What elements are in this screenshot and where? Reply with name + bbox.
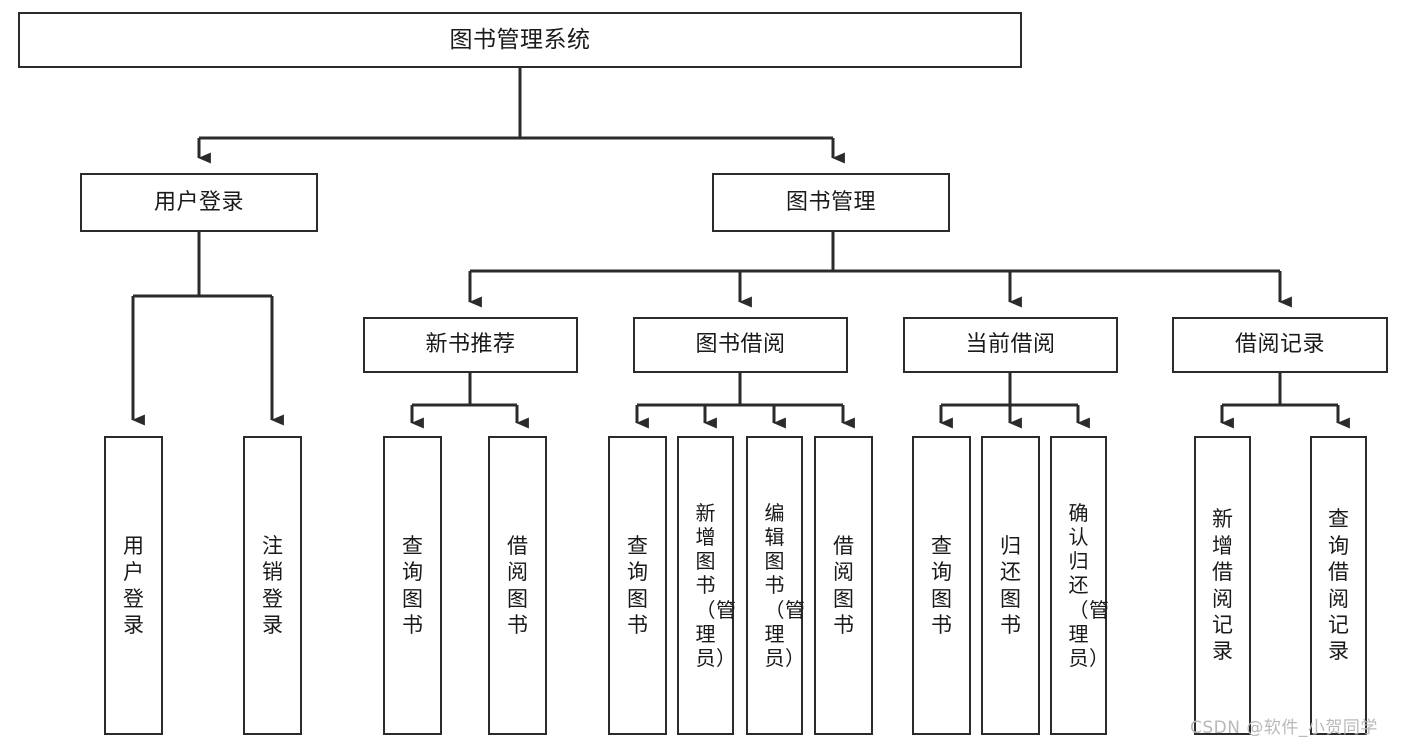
node-root-label: 图书管理系统: [449, 26, 591, 53]
leaf-logout-login[interactable]: 注销登录: [243, 436, 302, 735]
leaf-query-book-rec-label: 查询图书: [402, 533, 424, 637]
leaf-query-book-borrow[interactable]: 查询图书: [608, 436, 667, 735]
leaf-return-book-label: 归还图书: [1000, 533, 1022, 637]
node-user-login-label: 用户登录: [153, 189, 244, 215]
leaf-return-book[interactable]: 归还图书: [981, 436, 1040, 735]
leaf-add-book-label: 新增图书（管理员）: [695, 500, 737, 670]
node-current-borrow[interactable]: 当前借阅: [903, 317, 1118, 373]
leaf-query-borrow-record[interactable]: 查询借阅记录: [1310, 436, 1367, 735]
node-book-manage[interactable]: 图书管理: [712, 173, 950, 232]
node-borrow-record[interactable]: 借阅记录: [1172, 317, 1388, 373]
leaf-edit-book-label: 编辑图书（管理员）: [764, 500, 806, 670]
leaf-query-borrow-record-label: 查询借阅记录: [1328, 507, 1350, 664]
leaf-add-book[interactable]: 新增图书（管理员）: [677, 436, 737, 735]
leaf-query-book-borrow-label: 查询图书: [627, 533, 649, 637]
node-root[interactable]: 图书管理系统: [18, 12, 1022, 68]
leaf-edit-book[interactable]: 编辑图书（管理员）: [746, 436, 806, 735]
node-user-login[interactable]: 用户登录: [80, 173, 318, 232]
leaf-query-book-rec[interactable]: 查询图书: [383, 436, 442, 735]
node-book-borrow[interactable]: 图书借阅: [633, 317, 848, 373]
leaf-add-borrow-record-label: 新增借阅记录: [1212, 507, 1234, 664]
leaf-confirm-return[interactable]: 确认归还（管理员）: [1050, 436, 1110, 735]
leaf-user-login[interactable]: 用户登录: [104, 436, 163, 735]
leaf-confirm-return-label: 确认归还（管理员）: [1068, 500, 1110, 670]
node-new-book-rec-label: 新书推荐: [425, 332, 516, 358]
node-new-book-rec[interactable]: 新书推荐: [363, 317, 578, 373]
leaf-user-login-label: 用户登录: [123, 533, 145, 637]
leaf-query-book-current-label: 查询图书: [931, 533, 953, 637]
leaf-borrow-book-rec-label: 借阅图书: [507, 533, 529, 637]
node-book-manage-label: 图书管理: [785, 189, 876, 215]
csdn-watermark: CSDN @软件_小贺同学: [1190, 718, 1378, 738]
leaf-borrow-book-rec[interactable]: 借阅图书: [488, 436, 547, 735]
leaf-borrow-book-borrow-label: 借阅图书: [833, 533, 855, 637]
node-current-borrow-label: 当前借阅: [965, 332, 1056, 358]
leaf-logout-login-label: 注销登录: [262, 533, 284, 637]
node-borrow-record-label: 借阅记录: [1234, 332, 1325, 358]
leaf-add-borrow-record[interactable]: 新增借阅记录: [1194, 436, 1251, 735]
leaf-borrow-book-borrow[interactable]: 借阅图书: [814, 436, 873, 735]
node-book-borrow-label: 图书借阅: [695, 332, 786, 358]
leaf-query-book-current[interactable]: 查询图书: [912, 436, 971, 735]
